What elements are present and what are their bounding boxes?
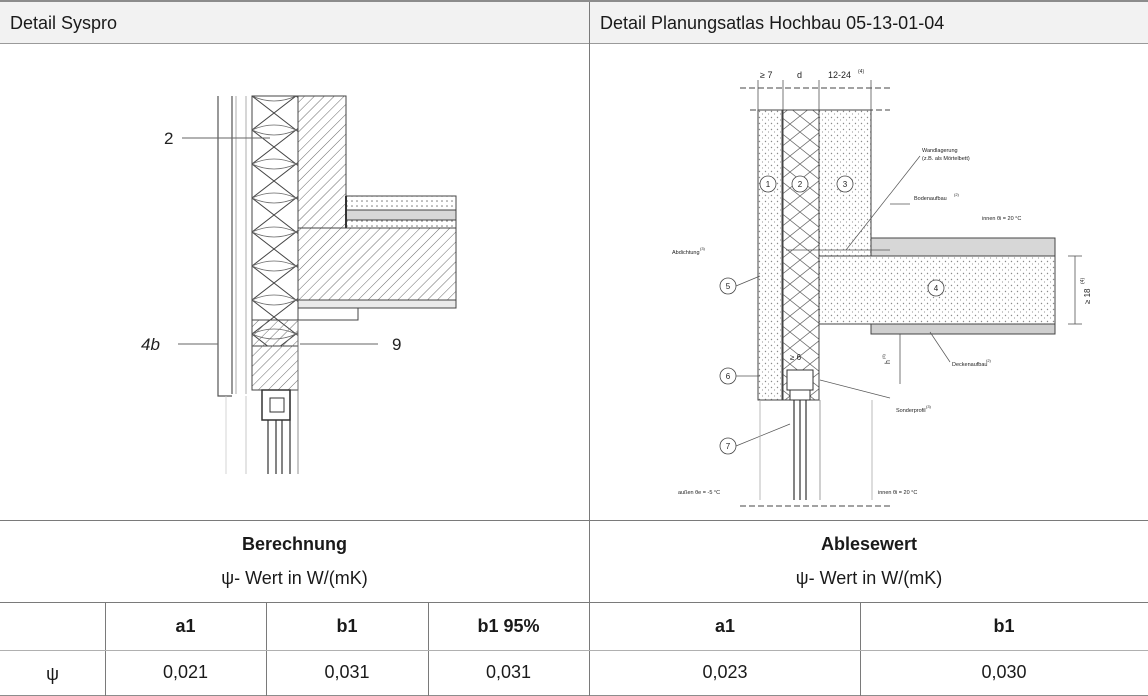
part-2: 2	[798, 180, 803, 189]
svg-text:≥ 6: ≥ 6	[790, 353, 802, 362]
value-b1-calc: 0,031	[324, 662, 370, 682]
label-4b: 4b	[141, 335, 160, 354]
svg-text:(3): (3)	[700, 246, 706, 251]
col-header-a1-calc: a1	[175, 616, 196, 636]
calc-title: Berechnung	[241, 534, 347, 554]
value-a1-calc: 0,021	[162, 662, 209, 682]
col-header-b1-read: b1	[993, 616, 1015, 636]
svg-text:außen θe = -5 °C: außen θe = -5 °C	[678, 490, 720, 496]
dim-12-24: 12-24	[828, 70, 851, 80]
col-header-b1-95: b1 95%	[477, 616, 540, 636]
table-divider-2	[266, 602, 267, 696]
calc-unit: ψ- Wert in W/(mK)	[221, 568, 368, 588]
read-title: Ablesewert	[820, 534, 918, 554]
value-a1-read: 0,023	[702, 662, 748, 682]
part-6: 6	[726, 372, 731, 381]
svg-text:innen θi = 20 °C: innen θi = 20 °C	[878, 490, 917, 496]
dim-ge7: ≥ 7	[760, 70, 772, 80]
col-header-b1-calc: b1	[336, 616, 358, 636]
part-4: 4	[934, 284, 939, 293]
value-b1-read: 0,030	[981, 662, 1027, 682]
svg-text:innen θi = 20 °C: innen θi = 20 °C	[982, 216, 1021, 222]
label-2: 2	[164, 129, 173, 148]
read-unit: ψ- Wert in W/(mK)	[795, 568, 943, 588]
center-divider	[589, 2, 590, 696]
col-header-a1-read: a1	[714, 616, 736, 636]
subheader-bottom-line	[0, 602, 1148, 603]
table-divider-1	[105, 602, 106, 696]
part-5: 5	[726, 282, 731, 291]
row-label-psi: ψ	[46, 664, 59, 684]
svg-text:(4): (4)	[1080, 278, 1086, 284]
value-b1-95: 0,031	[485, 662, 532, 682]
drawing-bottom-line	[0, 520, 1148, 521]
right-header: Detail Planungsatlas Hochbau 05-13-01-04	[590, 2, 1148, 44]
svg-text:(3): (3)	[926, 404, 932, 409]
svg-text:Wandlagerung: Wandlagerung	[922, 148, 958, 154]
svg-text:(z.B. als Mörtelbett): (z.B. als Mörtelbett)	[922, 156, 970, 162]
label-9: 9	[392, 335, 401, 354]
part-7: 7	[726, 442, 731, 451]
table-divider-3	[428, 602, 429, 696]
left-header: Detail Syspro	[0, 2, 589, 44]
svg-text:(2): (2)	[986, 358, 992, 363]
svg-text:h: h	[885, 360, 892, 364]
svg-text:(4): (4)	[858, 69, 864, 75]
dim-d: d	[797, 70, 802, 80]
svg-text:≥ 18: ≥ 18	[1083, 288, 1092, 304]
svg-text:Bodenaufbau: Bodenaufbau	[914, 196, 947, 202]
svg-text:Sonderprofil: Sonderprofil	[896, 408, 926, 414]
column-header-bottom-line	[0, 650, 1148, 651]
part-3: 3	[843, 180, 848, 189]
svg-text:(2): (2)	[954, 192, 960, 197]
svg-text:Abdichtung: Abdichtung	[672, 250, 700, 256]
part-1: 1	[766, 180, 771, 189]
table-divider-4	[860, 602, 861, 696]
syspro-detail-drawing: 2 4b 9	[141, 95, 457, 474]
svg-text:Deckenaufbau: Deckenaufbau	[952, 362, 987, 368]
svg-text:(5): (5)	[881, 353, 886, 359]
planungsatlas-detail-drawing: ≥ 7 d 12-24 (4) 1 2 3 4 5 6 7	[672, 69, 1092, 507]
